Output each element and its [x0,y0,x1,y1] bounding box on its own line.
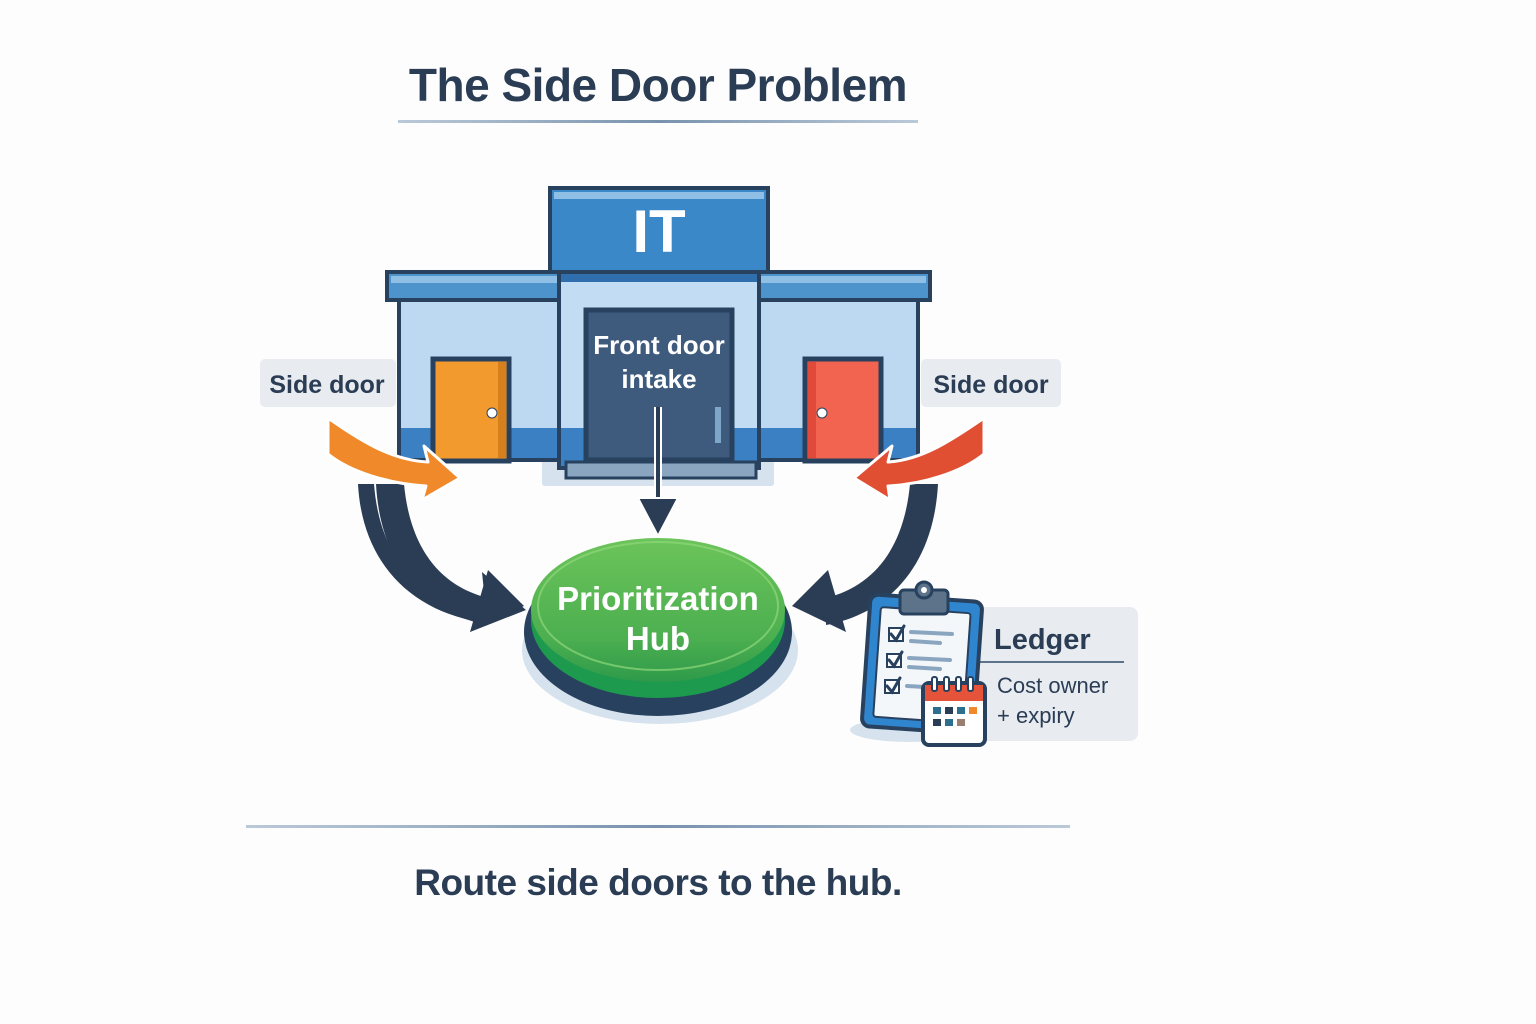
right-route-arrowhead [792,570,846,632]
ledger-title: Ledger [994,624,1091,656]
hub-label-line1: Prioritization [557,580,759,617]
left-door-knob [486,407,498,419]
right-side-door-arrow [852,416,986,502]
page-title: The Side Door Problem [408,59,908,111]
right-route-arrow-body [826,484,938,625]
ledger-line1: Cost owner [997,673,1108,698]
left-side-door-arrow [326,416,462,502]
right-door-knob [816,407,828,419]
front-door-label-line1: Front door [593,330,724,360]
caption: Route side doors to the hub. [414,862,902,903]
calendar-icon [921,676,987,747]
hub-label-line2: Hub [626,620,690,657]
checklist [884,624,954,695]
side-door-right-label: Side door [933,371,1049,399]
front-door-intake-arrow [636,407,680,539]
prioritization-hub: Prioritization Hub [522,538,798,724]
ledger-card: Ledger Cost owner + expiry [850,580,1138,747]
front-door-handle [715,407,721,443]
it-sign-label: IT [632,198,685,265]
left-side-door [430,356,512,464]
left-route-arrowhead [470,570,524,632]
side-door-right-tag: Side door [921,359,1061,407]
side-door-left-label: Side door [269,371,385,399]
it-sign [548,186,770,274]
ledger-line2: + expiry [997,703,1075,728]
caption-divider [246,825,1070,828]
right-side-door [802,356,884,464]
left-route-arrow-body [376,484,488,625]
ledger-panel [960,607,1138,741]
side-door-left-tag: Side door [260,359,396,407]
front-door-label-line2: intake [621,364,696,394]
title-underline [398,120,918,123]
ledger-divider [968,661,1124,663]
